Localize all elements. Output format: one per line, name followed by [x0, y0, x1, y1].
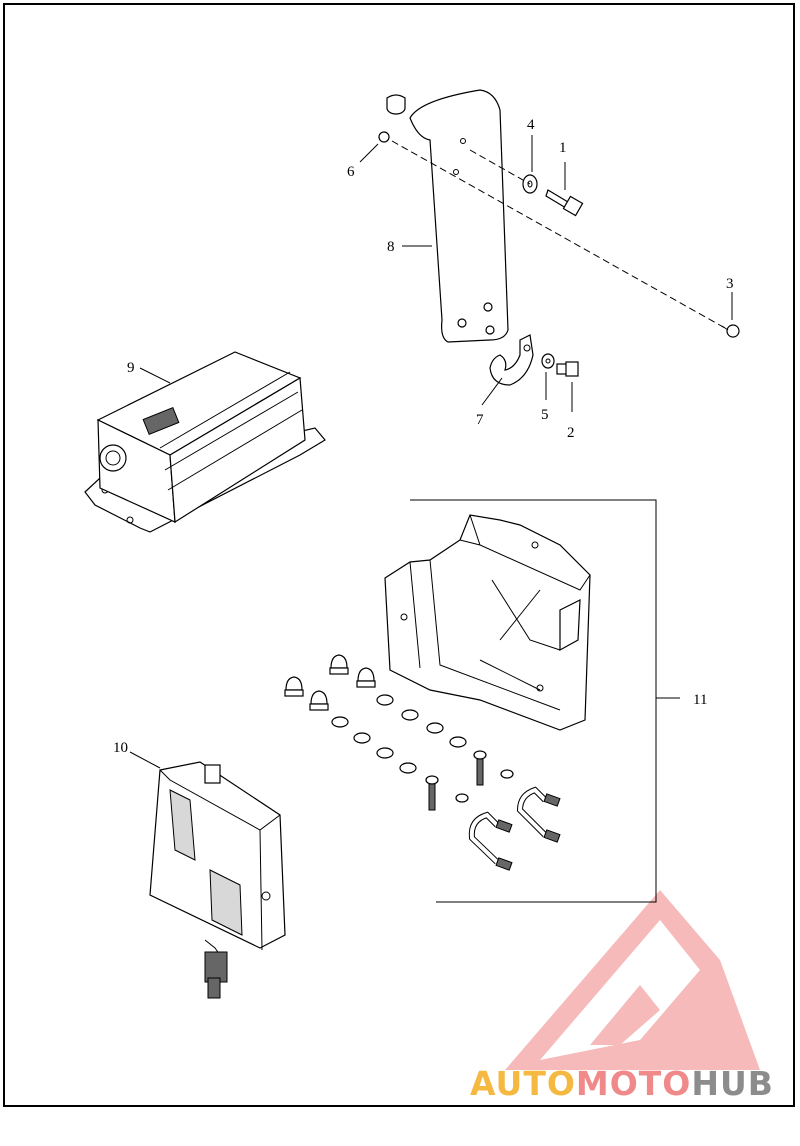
callout-6: 6 [347, 164, 355, 180]
callout-4: 4 [527, 117, 535, 133]
part-11-group-bracket-line [410, 499, 680, 903]
watermark-logo-triangle [505, 890, 760, 1070]
callout-2: 2 [567, 425, 575, 441]
alignment-line-upper [391, 140, 726, 329]
part-8-mounting-bracket [409, 89, 509, 343]
watermark-word-moto: MOTO [575, 1064, 692, 1103]
acorn-nuts [284, 654, 376, 711]
callout-5: 5 [541, 407, 549, 423]
callout-11: 11 [693, 692, 707, 708]
part-5-washer [541, 353, 555, 369]
watermark-word-hub: HUB [691, 1064, 774, 1103]
part-11-bracket-kit [384, 514, 591, 731]
part-10-device [149, 761, 286, 999]
part-3-screw [721, 324, 740, 338]
watermark-logo-text: AUTOMOTOHUB [470, 1064, 774, 1103]
leader-lines [129, 135, 733, 769]
part-4-washer [522, 174, 538, 194]
watermark-word-auto: AUTO [470, 1064, 576, 1103]
callout-3: 3 [726, 276, 734, 292]
callout-9: 9 [127, 360, 135, 376]
part-7-clamp [489, 334, 534, 386]
callout-1: 1 [559, 140, 567, 156]
part-6-spacer [378, 94, 406, 143]
u-bolts [468, 786, 561, 871]
part-9-control-module [84, 351, 326, 533]
part-1-bolt [545, 189, 584, 217]
callout-8: 8 [387, 239, 395, 255]
lock-washers [331, 694, 514, 803]
part-2-bolt [556, 361, 579, 377]
callout-7: 7 [476, 412, 484, 428]
alignment-line-lower [469, 149, 531, 185]
callout-10: 10 [113, 740, 128, 756]
kit-screws [425, 750, 487, 811]
diagram-frame [3, 3, 795, 1107]
